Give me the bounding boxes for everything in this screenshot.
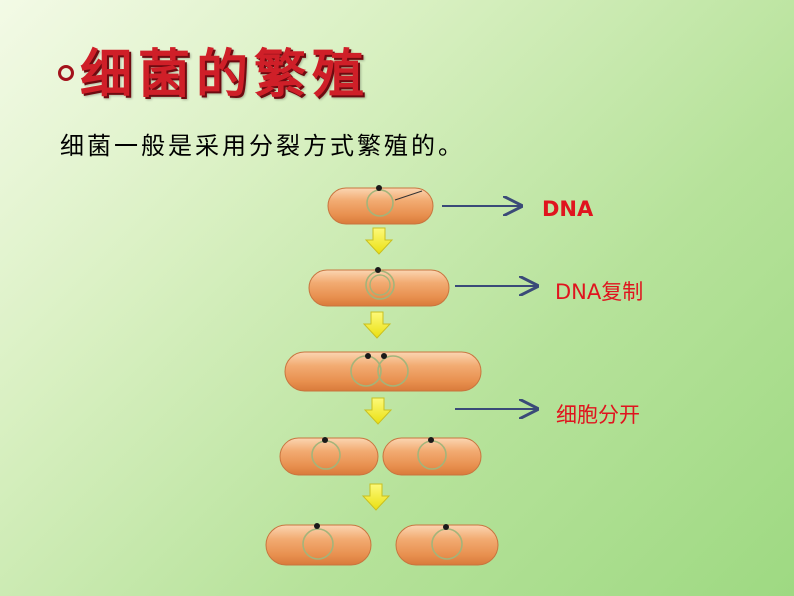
dna-ring: [377, 355, 409, 387]
down-arrow-icon: [364, 227, 394, 255]
slide-title: 细菌的繁殖: [80, 44, 371, 105]
down-arrow-icon: [362, 311, 392, 339]
dna-dot: [365, 353, 371, 359]
label-cell-split: 细胞分开: [556, 403, 640, 427]
down-arrow-icon: [361, 483, 391, 511]
dna-dot: [375, 267, 381, 273]
title-row: 细菌的繁殖: [58, 32, 370, 107]
dna-dot: [376, 185, 382, 191]
dna-dot: [428, 437, 434, 443]
dna-dot: [322, 437, 328, 443]
label-dna-replication: DNA复制: [555, 280, 644, 304]
dna-pointer-line: [394, 190, 423, 201]
bacterium-cell-stage-4-left: [279, 437, 379, 476]
bullet-icon: [58, 64, 74, 81]
bacterium-cell-stage-3: [284, 351, 482, 392]
dna-dot: [381, 353, 387, 359]
dna-dot: [443, 524, 449, 530]
intro-text: 细菌一般是采用分裂方式繁殖的。: [60, 132, 465, 160]
dna-ring: [369, 274, 391, 296]
dna-dot: [314, 523, 320, 529]
down-arrow-icon: [363, 397, 393, 425]
label-dna: DNA: [542, 197, 594, 221]
bacterium-cell-stage-1: [327, 187, 434, 225]
dna-ring: [302, 528, 334, 560]
